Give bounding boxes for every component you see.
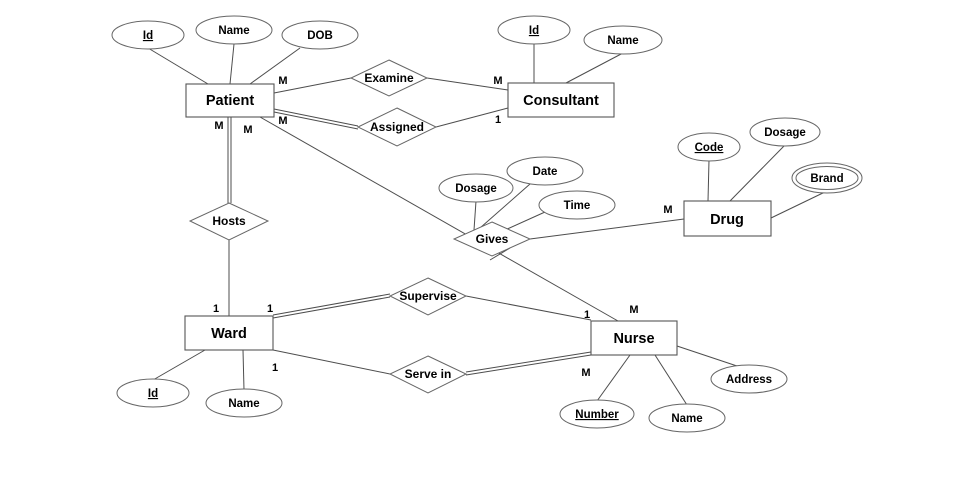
entity-drug: Drug [683, 200, 772, 237]
line-gives-date [479, 183, 531, 229]
line-ward-serve [272, 349, 391, 375]
attr-gives-time-label: Time [564, 200, 591, 212]
line-ward-supervise-1 [272, 293, 391, 316]
relationship-examine-label: Examine [364, 71, 414, 85]
relationship-supervise-label: Supervise [399, 289, 457, 303]
line-gives-tail [489, 247, 511, 261]
attr-drug-brand-label: Brand [810, 173, 843, 185]
relationship-gives: Gives [452, 221, 532, 257]
line-serve-nurse-1 [465, 351, 592, 373]
card-patient-examine: M [278, 75, 287, 87]
card-patient-nurse: M [243, 124, 252, 136]
relationship-assigned-label: Assigned [370, 120, 424, 134]
attr-drug-code-label: Code [695, 142, 724, 154]
attr-nurse-number-label: Number [575, 409, 619, 421]
attr-gives-date: Date [506, 156, 584, 186]
attr-drug-dosage-label: Dosage [764, 127, 806, 139]
attr-consultant-id: Id [497, 15, 571, 45]
relationship-supervise: Supervise [388, 277, 468, 316]
entity-nurse: Nurse [590, 320, 678, 356]
attr-gives-time: Time [538, 190, 616, 220]
entity-drug-label: Drug [710, 212, 744, 228]
entity-ward-label: Ward [211, 326, 247, 342]
relationship-gives-label: Gives [476, 232, 509, 246]
attr-nurse-address-label: Address [726, 374, 772, 386]
line-patient-assigned-2 [273, 111, 359, 130]
card-nurse-supervise: 1 [584, 309, 590, 321]
card-nurse-patient: M [629, 304, 638, 316]
entity-nurse-label: Nurse [613, 331, 654, 347]
line-ward-supervise-2 [272, 296, 391, 319]
entity-consultant: Consultant [507, 82, 615, 118]
card-ward-hosts: 1 [213, 303, 219, 315]
line-consultant-name [565, 52, 624, 84]
attr-nurse-name-label: Name [671, 413, 702, 425]
attr-patient-name-label: Name [218, 25, 249, 37]
relationship-assigned: Assigned [356, 107, 438, 147]
attr-gives-dosage: Dosage [438, 173, 514, 203]
card-patient-assigned: M [278, 115, 287, 127]
line-assigned-consultant [435, 107, 509, 128]
line-ward-name [242, 349, 245, 391]
attr-patient-dob: DOB [281, 20, 359, 50]
attr-consultant-name: Name [583, 25, 663, 55]
line-drug-dosage [729, 144, 786, 202]
relationship-serve-in: Serve in [388, 355, 468, 394]
line-nurse-address [676, 345, 741, 368]
line-patient-id [147, 47, 209, 85]
card-drug-gives: M [663, 204, 672, 216]
line-ward-id [152, 349, 206, 381]
attr-gives-dosage-label: Dosage [455, 183, 497, 195]
line-patient-dob [249, 47, 301, 85]
attr-nurse-name: Name [648, 403, 726, 433]
attr-ward-id: Id [116, 378, 190, 408]
line-serve-nurse-2 [465, 354, 592, 376]
line-patient-assigned-1 [273, 108, 359, 127]
attr-consultant-name-label: Name [607, 35, 638, 47]
line-gives-drug [529, 218, 685, 240]
attr-ward-name-label: Name [228, 398, 259, 410]
card-ward-serve: 1 [272, 362, 278, 374]
connectors [147, 43, 828, 406]
attr-patient-name: Name [195, 15, 273, 45]
attr-drug-dosage: Dosage [749, 117, 821, 147]
line-gives-time [504, 211, 546, 231]
attr-gives-date-label: Date [533, 166, 558, 178]
line-drug-code [707, 159, 710, 202]
line-supervise-nurse [465, 295, 592, 321]
attr-nurse-address: Address [710, 364, 788, 394]
line-gives-dosage [473, 200, 477, 231]
entity-consultant-label: Consultant [523, 93, 599, 109]
attr-ward-name: Name [205, 388, 283, 418]
line-patient-name [229, 43, 235, 85]
line-drug-brand [770, 190, 828, 219]
attr-patient-dob-label: DOB [307, 30, 333, 42]
attr-consultant-id-label: Id [529, 25, 539, 37]
relationship-examine: Examine [349, 59, 429, 97]
card-nurse-serve: M [581, 367, 590, 379]
line-examine-consultant [426, 77, 509, 91]
relationship-hosts-label: Hosts [212, 214, 246, 228]
attr-nurse-number: Number [559, 399, 635, 429]
attr-patient-id-label: Id [143, 30, 153, 42]
line-patient-examine [273, 77, 352, 94]
relationship-hosts: Hosts [188, 202, 270, 241]
entity-ward: Ward [184, 315, 274, 351]
line-patient-nurse [259, 116, 619, 322]
cardinalities: M M M 1 M M 1 1 1 M 1 M M [213, 75, 673, 379]
line-nurse-number [596, 354, 631, 402]
entity-patient: Patient [185, 83, 275, 118]
line-nurse-name [654, 354, 688, 406]
attr-drug-code: Code [677, 132, 741, 162]
card-ward-supervise: 1 [267, 303, 273, 315]
attr-patient-id: Id [111, 20, 185, 50]
relationship-serve-in-label: Serve in [405, 367, 452, 381]
card-consultant-examine: M [493, 75, 502, 87]
card-consultant-assigned: 1 [495, 114, 501, 126]
card-patient-hosts: M [214, 120, 223, 132]
entity-patient-label: Patient [206, 93, 255, 109]
attr-drug-brand: Brand [791, 162, 863, 194]
attr-ward-id-label: Id [148, 388, 158, 400]
